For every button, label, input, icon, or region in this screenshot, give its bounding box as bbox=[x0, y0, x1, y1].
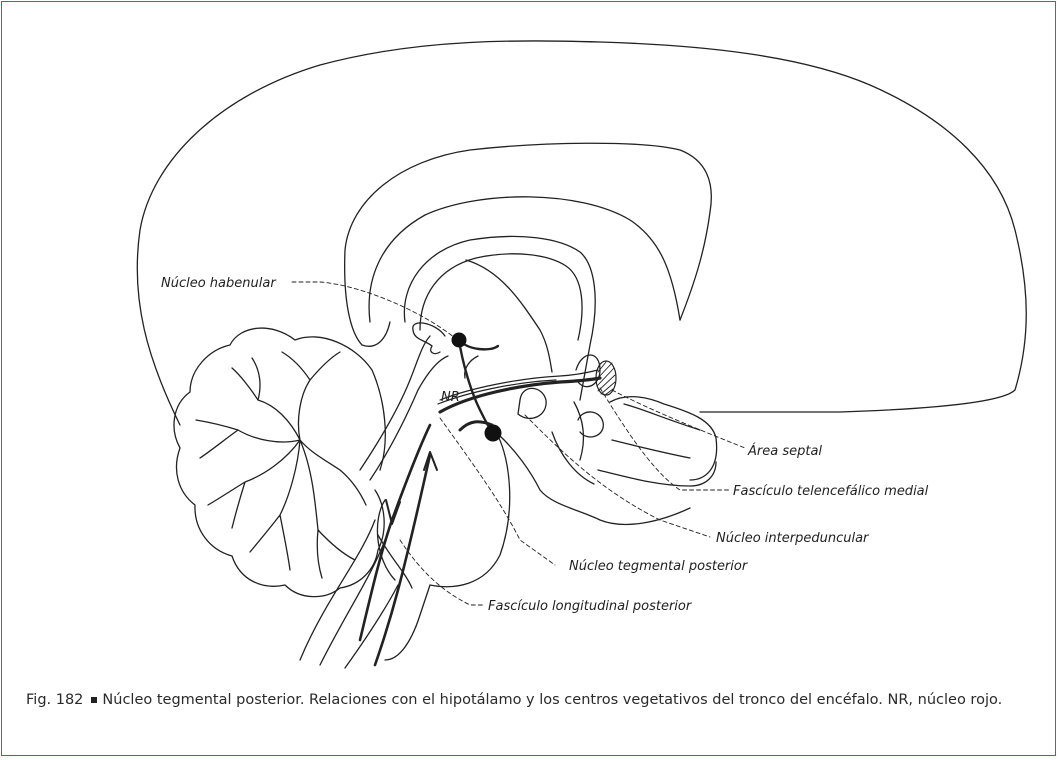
figure-caption: Fig. 182 Núcleo tegmental posterior. Rela… bbox=[26, 689, 1016, 712]
nucleo-interpeduncular-dot bbox=[485, 425, 502, 442]
label-fasciculo-longitudinal: Fascículo longitudinal posterior bbox=[488, 599, 693, 614]
leader-septal bbox=[612, 390, 745, 448]
caption-bullet-icon bbox=[91, 697, 97, 703]
label-fasciculo-telencefalico: Fascículo telencefálico medial bbox=[733, 484, 929, 499]
caption-text: Núcleo tegmental posterior. Relaciones c… bbox=[102, 692, 1002, 708]
fasciculo-longitudinal-arrow-down bbox=[360, 425, 430, 640]
label-nr: NR bbox=[441, 390, 460, 405]
label-nucleo-interpeduncular: Núcleo interpeduncular bbox=[716, 531, 870, 546]
label-nucleo-habenular: Núcleo habenular bbox=[161, 276, 277, 291]
figure-number: Fig. 182 bbox=[26, 692, 83, 708]
label-nucleo-tegmental: Núcleo tegmental posterior bbox=[569, 559, 749, 574]
label-area-septal: Área septal bbox=[747, 443, 822, 459]
hemisphere-outline bbox=[137, 41, 1026, 425]
nucleo-habenular-dot bbox=[452, 333, 467, 348]
pons bbox=[385, 436, 510, 660]
corpus-callosum bbox=[369, 197, 680, 322]
leader-longitudinal bbox=[400, 540, 485, 605]
